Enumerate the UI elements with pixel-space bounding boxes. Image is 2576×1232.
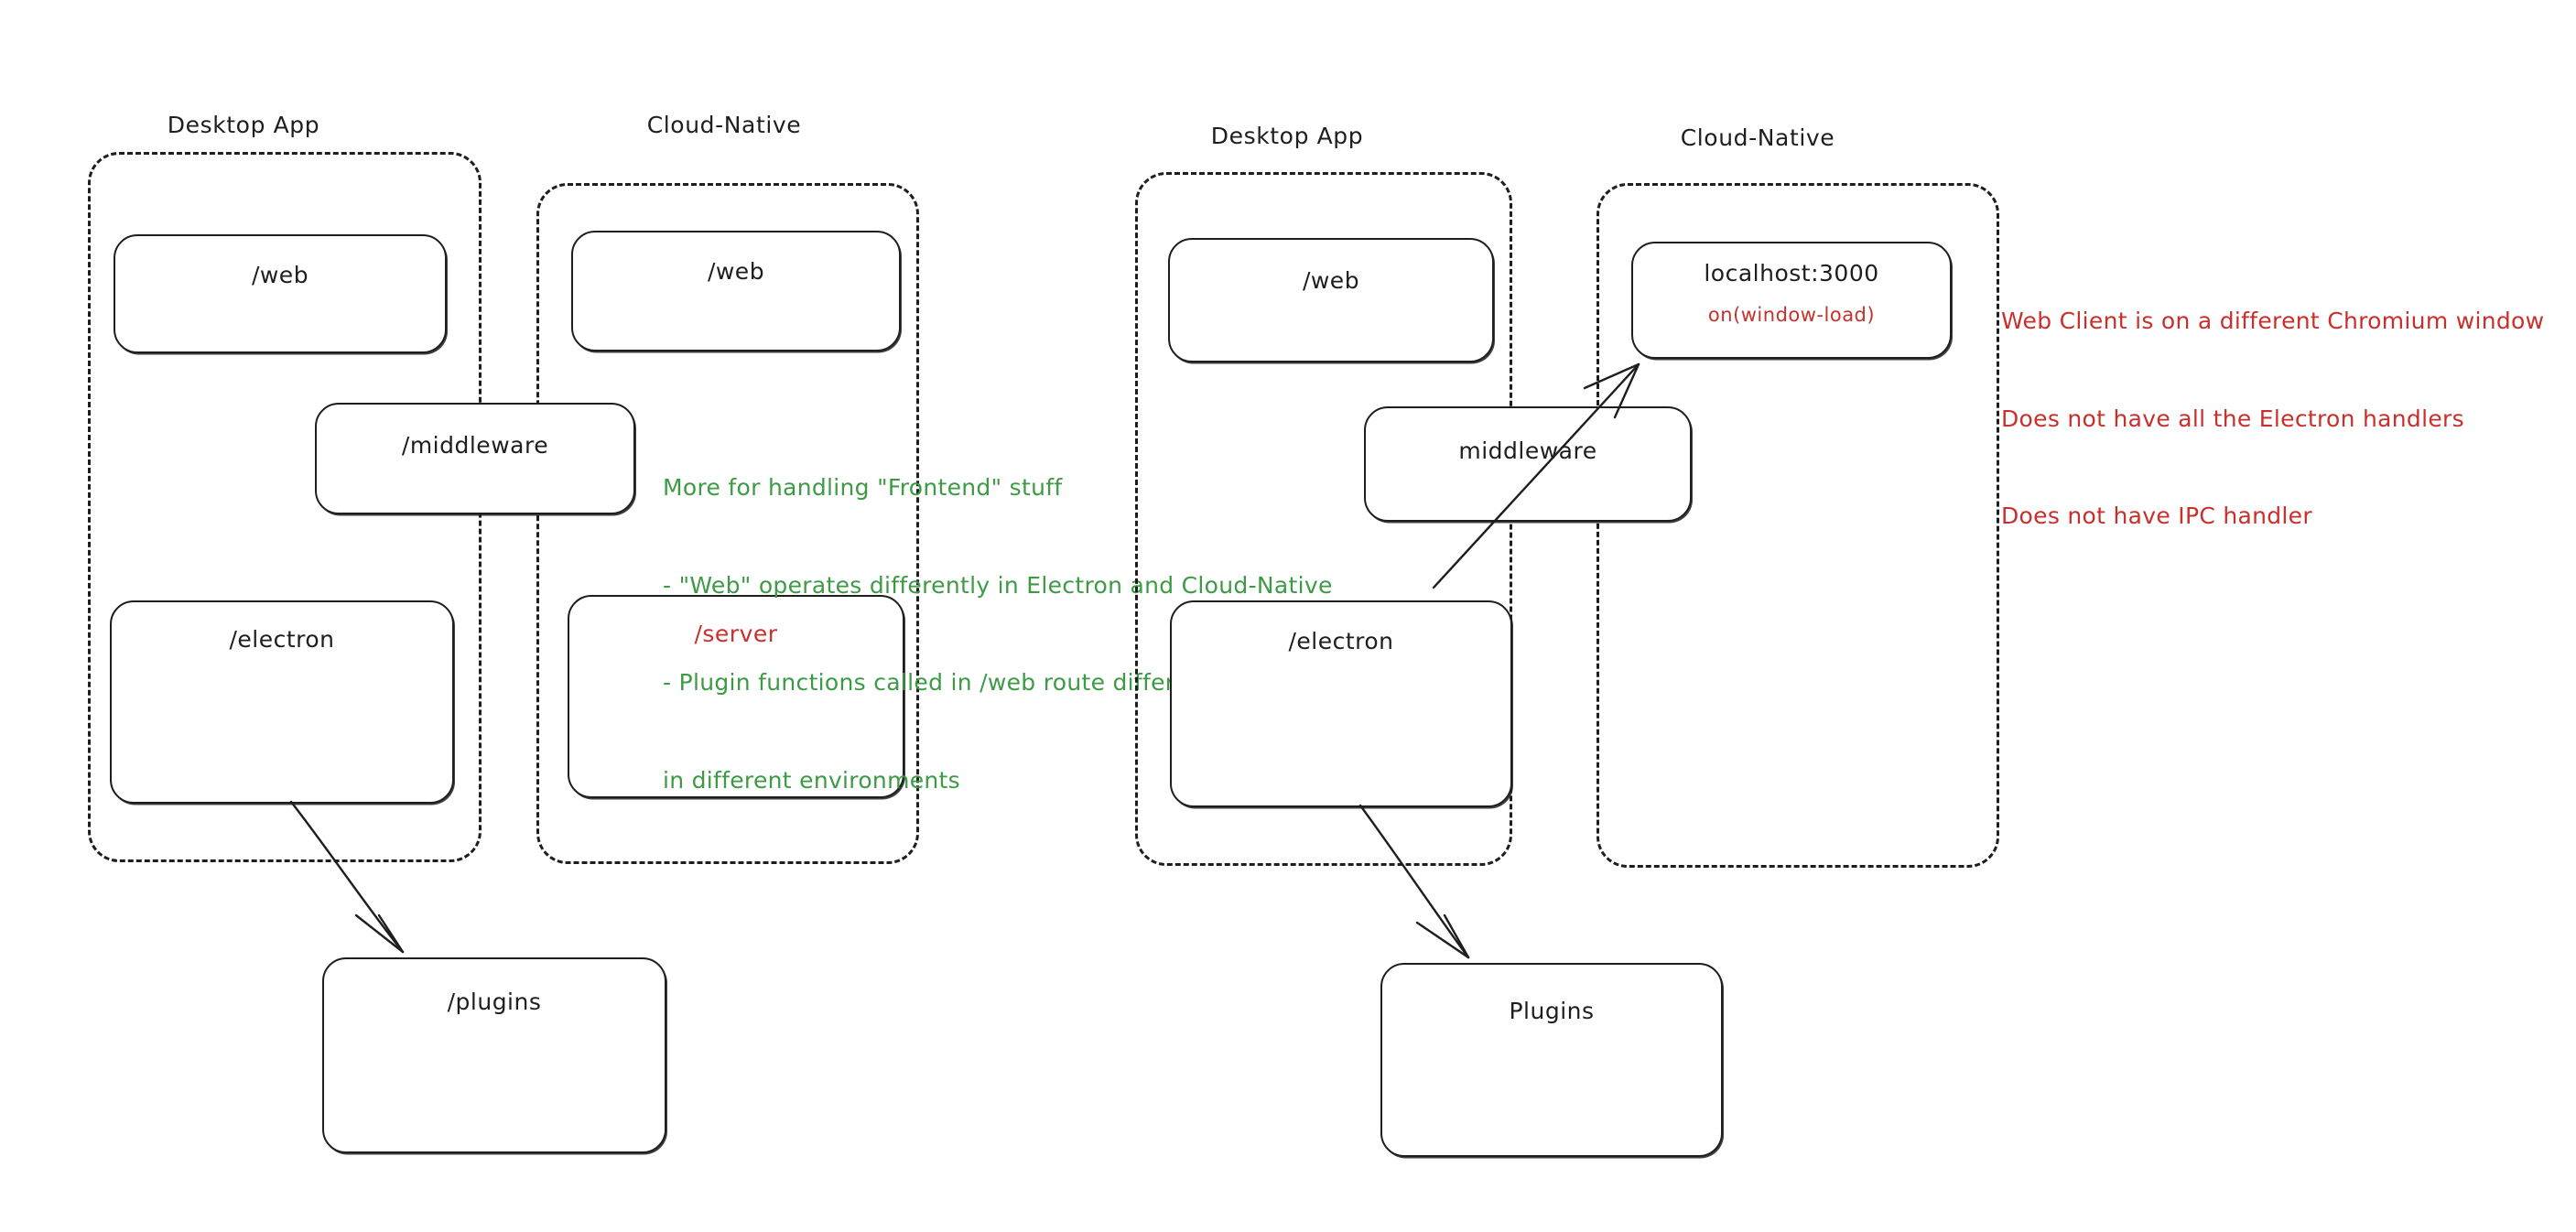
group-label-desktop-app-right: Desktop App [1210,123,1364,149]
node-label-plugins-right: Plugins [1509,998,1595,1024]
annotation-web-client-note: Web Client is on a different Chromium wi… [2001,240,2544,598]
annotation-line: - "Web" operates differently in Electron… [663,571,1333,599]
node-label-middleware-right: middleware [1458,438,1597,464]
annotation-line: Does not have all the Electron handlers [2001,405,2464,432]
annotation-line: in different environments [663,766,960,794]
node-label-electron-left: /electron [229,626,335,653]
node-web-cloud-left[interactable]: /web [571,231,901,351]
group-cloud-native-left [536,183,919,864]
node-label-server-left: /server [694,621,778,647]
node-sublabel-on-window-load: on(window-load) [1707,304,1876,326]
node-label-web-cloud-left: /web [707,258,765,285]
group-label-cloud-native-left: Cloud-Native [646,112,802,138]
node-label-plugins-left: /plugins [447,989,542,1015]
node-middleware-right[interactable]: middleware [1364,406,1692,522]
node-web-desktop-left[interactable]: /web [114,234,447,353]
node-electron-right[interactable]: /electron [1170,600,1512,807]
node-web-desktop-right[interactable]: /web [1168,238,1494,362]
node-electron-left[interactable]: /electron [110,600,454,804]
node-label-web-desktop-right: /web [1302,267,1360,294]
node-label-middleware-left: /middleware [401,432,549,459]
annotation-line: More for handling "Frontend" stuff [663,474,1063,501]
node-middleware-left[interactable]: /middleware [315,403,635,514]
annotation-line: Web Client is on a different Chromium wi… [2001,308,2545,334]
node-plugins-left[interactable]: /plugins [322,957,666,1153]
node-localhost-right[interactable]: localhost:3000 on(window-load) [1631,242,1952,359]
group-label-cloud-native-right: Cloud-Native [1680,124,1835,151]
group-label-desktop-app-left: Desktop App [167,112,320,138]
annotation-line: Does not have IPC handler [2001,503,2312,529]
node-label-localhost-right: localhost:3000 [1704,260,1879,286]
node-label-electron-right: /electron [1288,628,1394,654]
node-label-web-desktop-left: /web [251,262,309,288]
node-plugins-right[interactable]: Plugins [1380,963,1723,1157]
node-server-left[interactable]: /server [568,595,904,798]
annotation-frontend-note: More for handling "Frontend" stuff - "We… [663,406,1333,861]
